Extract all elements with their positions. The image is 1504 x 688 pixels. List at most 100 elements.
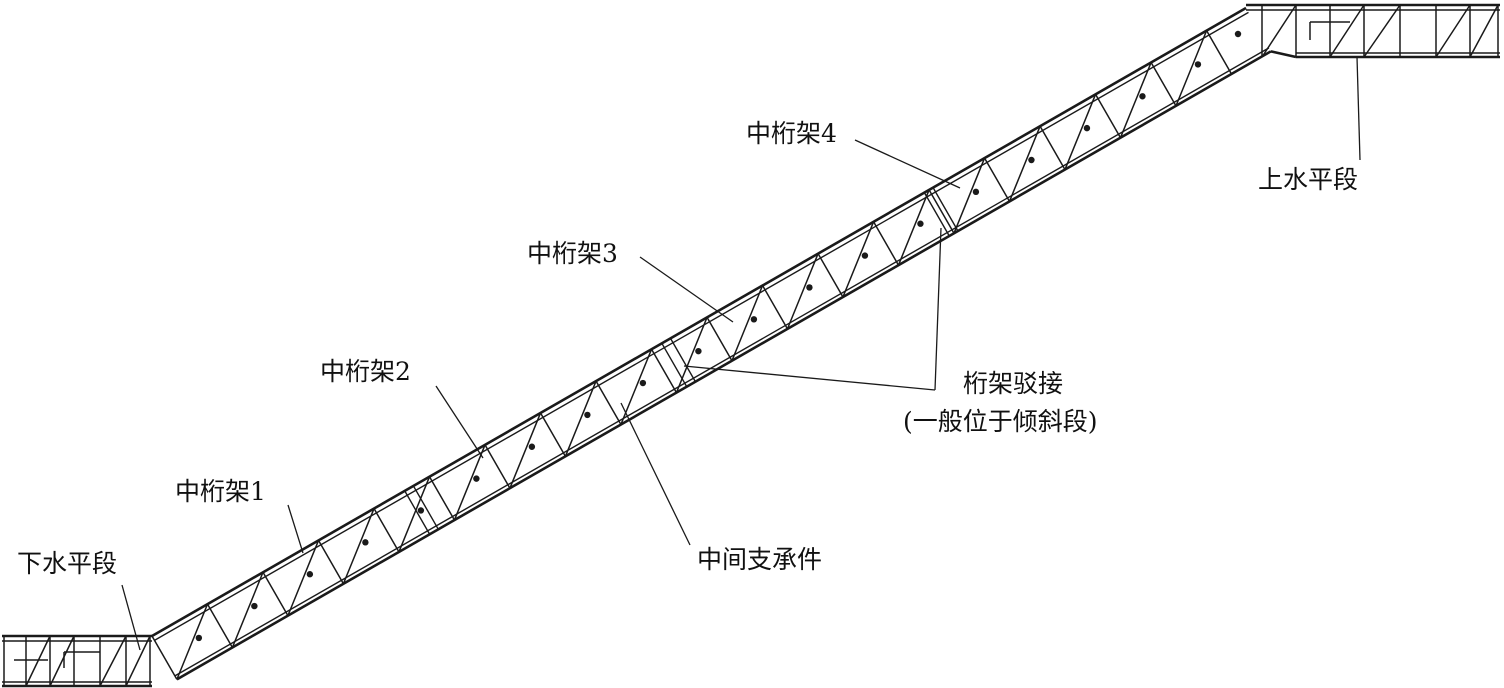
lower-diagonal-0 bbox=[25, 635, 51, 687]
leader-truss1 bbox=[287, 504, 304, 554]
leader-lines bbox=[121, 56, 1361, 651]
incline-bolt-18 bbox=[1194, 61, 1202, 68]
incline-bolt-10 bbox=[750, 316, 758, 323]
upper-diagonal-4 bbox=[1469, 4, 1499, 58]
incline-vertical-5 bbox=[428, 476, 456, 521]
incline-splice-0-1 bbox=[412, 485, 439, 530]
label-splice: 桁架驳接 bbox=[963, 369, 1063, 398]
incline-top-chord-inner bbox=[154, 11, 1249, 641]
lower-horizontal-section bbox=[2, 634, 152, 688]
incline-diagonal-3 bbox=[342, 508, 375, 585]
incline-vertical-2 bbox=[262, 571, 289, 617]
incline-diagonal-16 bbox=[1064, 94, 1097, 170]
incline-vertical-9 bbox=[650, 348, 678, 393]
incline-diagonal-12 bbox=[842, 221, 875, 298]
incline-bolt-4 bbox=[417, 507, 425, 514]
upper-diagonal-1 bbox=[1329, 4, 1365, 58]
upper-horizontal-section bbox=[1234, 3, 1500, 59]
incline-vertical-12 bbox=[817, 253, 844, 298]
incline-vertical-13 bbox=[872, 221, 900, 266]
leader-splice-a bbox=[683, 365, 936, 391]
incline-vertical-19 bbox=[1205, 30, 1233, 75]
incline-vertical-0 bbox=[151, 635, 178, 680]
incline-splice-1-1 bbox=[669, 338, 697, 383]
incline-diagonal-15 bbox=[1008, 125, 1041, 202]
incline-splice-2-1 bbox=[932, 187, 959, 232]
leader-truss2 bbox=[435, 385, 484, 459]
incline-vertical-15 bbox=[983, 157, 1011, 202]
incline-bolt-13 bbox=[917, 220, 924, 227]
incline-vertical-7 bbox=[539, 412, 567, 457]
incline-vertical-17 bbox=[1094, 93, 1122, 139]
incline-vertical-16 bbox=[1039, 125, 1066, 170]
incline-diagonal-9 bbox=[675, 317, 708, 393]
incline-diagonal-13 bbox=[897, 189, 930, 266]
incline-bolt-16 bbox=[1083, 124, 1091, 132]
label-truss2: 中桁架2 bbox=[320, 357, 411, 386]
upper-bend-bottom bbox=[1270, 50, 1297, 59]
incline-bolt-14 bbox=[972, 188, 980, 196]
incline-splice-1-0 bbox=[661, 342, 688, 388]
upper-diagonal-3 bbox=[1435, 4, 1471, 58]
lower-diagonal-3 bbox=[125, 635, 151, 687]
incline-bolt-8 bbox=[639, 379, 647, 387]
label-intermediate-support: 中间支承件 bbox=[697, 545, 822, 574]
incline-bolt-7 bbox=[584, 411, 591, 419]
label-truss3: 中桁架3 bbox=[527, 239, 618, 268]
incline-vertical-11 bbox=[761, 285, 789, 330]
incline-diagonal-17 bbox=[1119, 62, 1152, 138]
label-truss1: 中桁架1 bbox=[175, 477, 266, 506]
incline-diagonal-0 bbox=[176, 603, 209, 680]
incline-vertical-3 bbox=[317, 540, 345, 585]
incline-bolt-0 bbox=[195, 634, 203, 642]
incline-bottom-chord-inner bbox=[174, 47, 1270, 677]
incline-bottom-chord bbox=[176, 50, 1272, 681]
incline-bolt-11 bbox=[806, 284, 813, 291]
incline-bolt-12 bbox=[861, 252, 869, 259]
incline-vertical-1 bbox=[206, 603, 234, 648]
lower-diagonal-1 bbox=[49, 635, 75, 687]
leader-support bbox=[620, 402, 691, 546]
leader-splice-b bbox=[934, 227, 942, 391]
incline-diagonal-14 bbox=[953, 157, 986, 234]
leader-lower-horizontal bbox=[121, 584, 141, 651]
label-splice-note: (一般位于倾斜段) bbox=[903, 407, 1098, 436]
inclined-truss-section bbox=[151, 6, 1272, 681]
incline-diagonal-5 bbox=[453, 444, 486, 521]
incline-diagonal-2 bbox=[287, 540, 320, 616]
incline-bolt-2 bbox=[306, 571, 314, 578]
leader-truss4 bbox=[854, 139, 961, 189]
incline-vertical-6 bbox=[484, 444, 511, 489]
incline-diagonal-18 bbox=[1175, 30, 1208, 107]
upper-diagonal-2 bbox=[1363, 4, 1401, 58]
incline-vertical-18 bbox=[1150, 62, 1177, 107]
leader-truss3 bbox=[639, 256, 734, 323]
label-lower-horizontal: 下水平段 bbox=[17, 549, 117, 578]
incline-bolt-17 bbox=[1139, 93, 1146, 100]
incline-diagonal-4 bbox=[398, 476, 431, 553]
lower-diagonal-2 bbox=[99, 635, 127, 687]
incline-bolt-3 bbox=[362, 539, 369, 546]
incline-vertical-14 bbox=[928, 189, 955, 234]
incline-diagonal-10 bbox=[731, 285, 764, 362]
incline-splice-2-0 bbox=[923, 192, 950, 237]
label-truss4: 中桁架4 bbox=[746, 119, 837, 148]
incline-diagonal-1 bbox=[231, 571, 264, 648]
incline-vertical-10 bbox=[706, 317, 733, 362]
incline-bolt-9 bbox=[695, 347, 702, 355]
incline-top-chord bbox=[151, 6, 1247, 638]
incline-diagonal-7 bbox=[564, 380, 597, 457]
upper-diagonal-0 bbox=[1261, 4, 1297, 58]
incline-bolt-15 bbox=[1028, 156, 1035, 164]
incline-bolt-5 bbox=[473, 475, 480, 482]
incline-splice-0-0 bbox=[404, 490, 431, 535]
incline-vertical-4 bbox=[373, 508, 400, 553]
upper-bolt bbox=[1234, 30, 1242, 38]
leader-upper-horizontal bbox=[1356, 56, 1361, 161]
label-upper-horizontal: 上水平段 bbox=[1258, 165, 1358, 194]
incline-diagonal-6 bbox=[509, 412, 542, 489]
incline-vertical-8 bbox=[595, 380, 622, 425]
labels: 下水平段 中桁架1 中桁架2 中桁架3 中桁架4 上水平段 桁架驳接 (一般位于… bbox=[17, 119, 1358, 578]
incline-diagonal-11 bbox=[786, 253, 819, 330]
